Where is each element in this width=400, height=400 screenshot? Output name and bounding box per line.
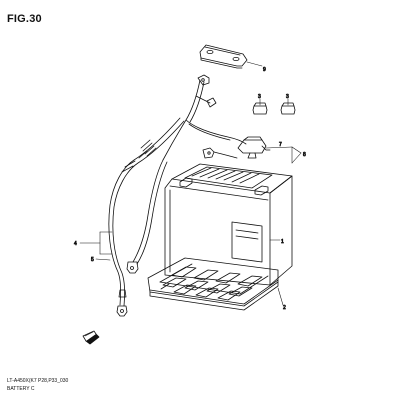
- battery-body: [164, 163, 293, 286]
- callout-8: 8: [303, 152, 306, 158]
- figure-section-name: BATTERY C: [7, 386, 35, 392]
- figure-reference-code: LT-A450X(K7 P28,P33_030: [7, 378, 69, 384]
- callout-3-left: 3: [258, 94, 261, 100]
- callout-3-right: 3: [286, 94, 289, 100]
- callout-9: 9: [263, 67, 266, 73]
- front-direction-arrow-icon: [82, 330, 100, 345]
- figure-title: FIG.30: [7, 13, 42, 25]
- battery-negative-cable: [108, 117, 185, 317]
- battery-tray: [147, 257, 279, 311]
- terminal-connector-boot: [237, 136, 271, 159]
- terminal-cap-right: [280, 102, 296, 115]
- terminal-cap-left: [252, 102, 268, 115]
- leader-lines: [79, 61, 302, 306]
- battery-positive-cable: [126, 74, 247, 274]
- callout-1: 1: [281, 239, 284, 245]
- battery-clamp-plate: [199, 44, 248, 69]
- callout-5: 5: [91, 257, 94, 263]
- callout-2: 2: [283, 305, 286, 311]
- callout-4: 4: [74, 241, 77, 247]
- callout-7: 7: [279, 142, 282, 148]
